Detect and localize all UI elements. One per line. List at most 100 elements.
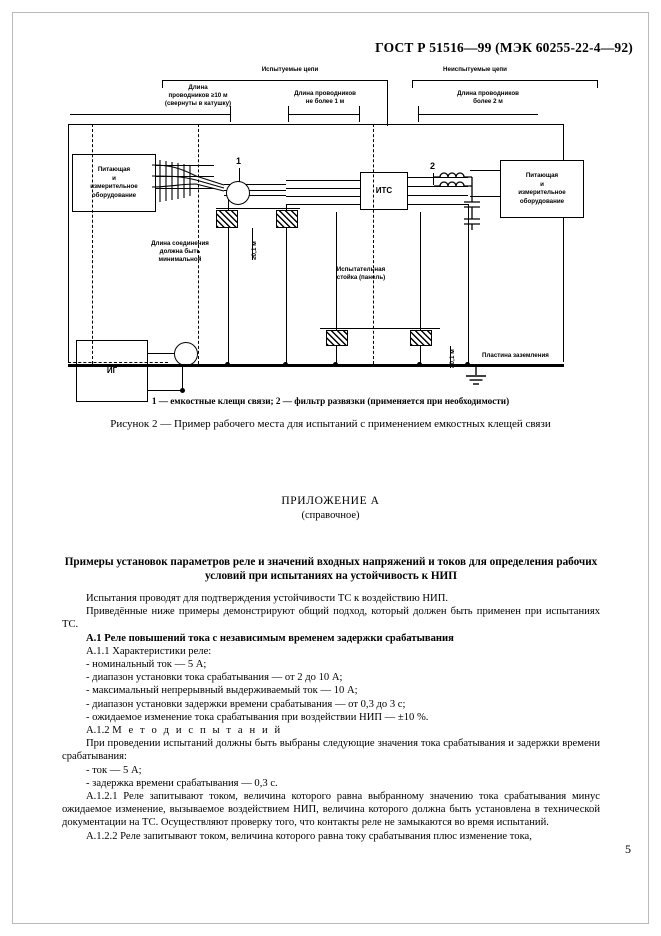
its-in-4 <box>286 204 360 206</box>
appendix-paragraph: А.1.1 Характеристики реле: <box>86 645 212 657</box>
dim-tick-2m-left <box>418 106 420 122</box>
its-in-2 <box>286 188 360 190</box>
brace-tested-top <box>162 80 388 82</box>
height-dim-2 <box>450 346 452 368</box>
appendix-paragraph: - ожидаемое изменение тока срабатывания … <box>86 711 429 723</box>
appendix-paragraph: - задержка времени срабатывания — 0,3 с. <box>86 777 278 789</box>
dim-tick-10m-right <box>230 106 232 122</box>
ig-wire-top <box>148 353 184 355</box>
label-ground-plate: Пластина заземления <box>482 352 549 359</box>
junction-dot-5 <box>465 362 470 367</box>
appendix-paragraph: - диапазон установки задержки времени ср… <box>86 698 406 710</box>
junction-dot-1 <box>225 362 230 367</box>
junction-dot-4 <box>417 362 422 367</box>
block-supply-measuring-right: Питающая и измерительное оборудование <box>500 160 584 218</box>
block-its: ИТС <box>360 172 408 210</box>
insulator-3 <box>326 330 348 346</box>
appendix-paragraph: При проведении испытаний должны быть выб… <box>62 738 600 763</box>
appendix-title: ПРИЛОЖЕНИЕ А <box>281 495 380 507</box>
its-in-3 <box>286 196 360 198</box>
page-number: 5 <box>625 842 631 856</box>
bundle-out-3 <box>224 195 286 197</box>
appendix-paragraph: - ток — 5 А; <box>86 764 142 776</box>
appendix-paragraph: А.1.2.1 Реле запитывают током, величина … <box>62 791 600 829</box>
junction-dot-6 <box>180 388 185 393</box>
callout-leader-2 <box>433 173 435 185</box>
enclosure-left <box>68 124 70 362</box>
wire-right-1 <box>470 170 500 172</box>
label-connection-minimal: Длина соединения должна быть минимальной <box>151 240 209 263</box>
ig-wire-bottom <box>148 390 184 392</box>
insulator-4 <box>410 330 432 346</box>
callout-label-2: 2 <box>430 161 436 171</box>
height-dim-1 <box>252 228 254 260</box>
appendix-paragraph: - диапазон установки тока срабатывания —… <box>86 672 343 684</box>
label-wire-length-2m: Длина проводников более 2 м <box>457 90 519 105</box>
wire-left-1 <box>156 165 214 167</box>
earth-ground-symbol <box>462 365 490 389</box>
dim-tick-1m-right <box>359 106 361 122</box>
ground-plate-line <box>68 364 564 367</box>
appendix-subtitle: (справочное) <box>301 510 360 521</box>
appendix-paragraph: А.1 Реле повышений тока с независимым вр… <box>86 632 454 644</box>
coil-bundle-icon <box>150 158 226 204</box>
brace-tested-right <box>387 80 389 126</box>
rack-top-rail <box>216 208 300 210</box>
junction-dot-2 <box>283 362 288 367</box>
appendix-clause-title: М е т о д и с п ы т а н и й <box>112 725 283 737</box>
drop-line-b <box>286 204 288 365</box>
drop-line-e <box>468 204 470 365</box>
its-in-1 <box>286 180 360 182</box>
ig-wire-riser <box>182 353 184 391</box>
ground-ref-dash-4 <box>68 362 168 363</box>
ground-ref-dash-1 <box>92 124 93 364</box>
decoupling-filter-icon <box>434 172 490 230</box>
label-wire-length-1m: Длина проводников не более 1 м <box>294 90 356 105</box>
bundle-out-1 <box>224 184 286 186</box>
figure-2-diagram: Испытуемые цепи Неиспытуемые цепи Длина … <box>30 62 630 402</box>
label-test-rack: Испытательная стойка (панель) <box>336 266 386 281</box>
its-out-3 <box>408 195 468 197</box>
junction-dot-3 <box>333 362 338 367</box>
ground-ref-dash-2 <box>198 124 199 364</box>
label-height-1: ≥0,1 м <box>251 241 258 260</box>
callout-leader-1 <box>239 168 241 192</box>
enclosure-right <box>563 124 565 362</box>
appendix-paragraph: А.1.2.2 Реле запитывают током, величина … <box>86 830 532 842</box>
wire-left-2 <box>156 176 214 178</box>
appendix-heading: Примеры установок параметров реле и знач… <box>64 556 598 582</box>
dim-arrow-2m <box>418 114 538 116</box>
bundle-out-2 <box>224 190 286 192</box>
appendix-paragraph: Приведённые ниже примеры демонстрируют о… <box>62 606 600 631</box>
label-wire-length-10m: Длина проводников ≥10 м (свернуты в кату… <box>164 84 232 107</box>
label-tested-circuits: Испытуемые цепи <box>261 66 319 73</box>
appendix-paragraph: А.1.2 М е т о д и с п ы т а н и й <box>62 724 600 737</box>
brace-tested-left <box>162 80 164 88</box>
figure-caption: Рисунок 2 — Пример рабочего места для ис… <box>110 418 551 430</box>
figure-note: 1 — емкостные клещи связи; 2 — фильтр ра… <box>151 396 510 406</box>
brace-untested-right <box>597 80 599 88</box>
enclosure-top <box>68 124 564 126</box>
drop-line-c <box>336 212 338 365</box>
dim-arrow-1m <box>288 114 360 116</box>
wire-right-2 <box>470 196 500 198</box>
label-untested-circuits: Неиспытуемые цепи <box>443 66 507 73</box>
its-out-4 <box>408 204 468 206</box>
dim-tick-1m-left <box>288 106 290 122</box>
insulator-1 <box>216 210 238 228</box>
appendix-paragraph: Испытания проводят для подтверждения уст… <box>86 593 448 604</box>
clamp-circle-lower <box>174 342 198 366</box>
block-ig: ИГ <box>76 340 148 402</box>
document-header: ГОСТ Р 51516—99 (МЭК 60255-22-4—92) <box>375 40 633 55</box>
brace-untested-left <box>412 80 414 88</box>
drop-line-d <box>420 212 422 365</box>
block-supply-measuring-left: Питающая и измерительное оборудование <box>72 154 156 212</box>
appendix-paragraph: - номинальный ток — 5 А; <box>86 659 207 671</box>
callout-label-1: 1 <box>236 156 242 166</box>
brace-untested-top <box>412 80 598 82</box>
wire-left-3 <box>156 188 214 190</box>
ground-ref-dash-3 <box>373 124 374 364</box>
drop-line-a <box>228 195 230 365</box>
appendix-clause-number: А.1.2 <box>86 725 113 737</box>
